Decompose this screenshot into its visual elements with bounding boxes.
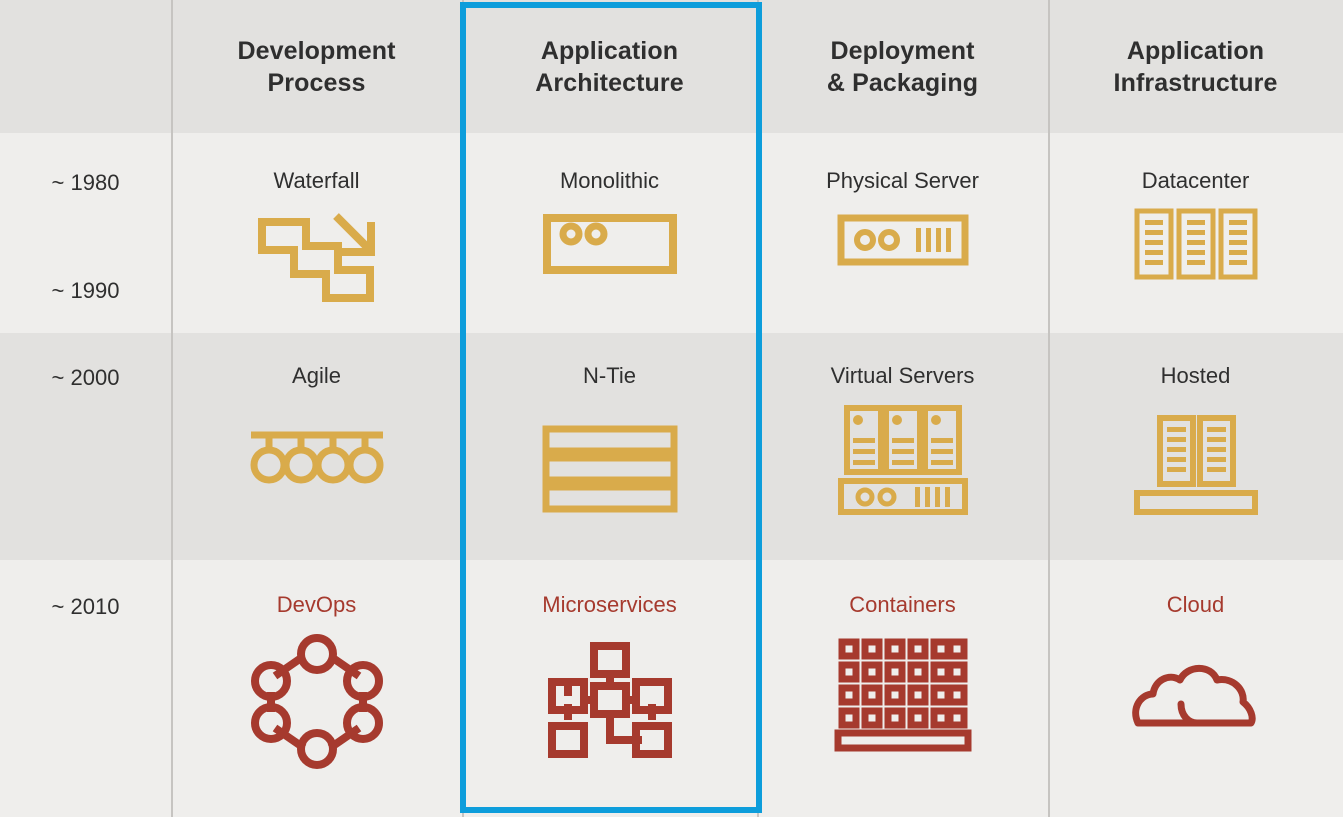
cell-monolithic[interactable]: Monolithic bbox=[462, 170, 757, 274]
cell-containers[interactable]: Containers bbox=[757, 592, 1048, 752]
agile-nodes-icon bbox=[243, 429, 391, 485]
virtual-servers-icon bbox=[837, 405, 969, 515]
containers-grid-icon bbox=[834, 638, 971, 752]
column-header-label: Application Infrastructure bbox=[1113, 36, 1278, 97]
microservices-network-icon bbox=[544, 642, 676, 762]
cell-label: Datacenter bbox=[1141, 168, 1250, 193]
cell-label: Microservices bbox=[542, 592, 677, 617]
hosted-racks-icon bbox=[1133, 415, 1258, 515]
cell-label: Monolithic bbox=[559, 168, 660, 193]
column-header-deployment-packaging[interactable]: Deployment & Packaging bbox=[757, 0, 1048, 133]
column-header-label: Development Process bbox=[237, 36, 396, 97]
datacenter-racks-icon bbox=[1134, 208, 1258, 280]
cell-agile[interactable]: Agile bbox=[171, 365, 462, 485]
cell-hosted[interactable]: Hosted bbox=[1048, 365, 1343, 515]
column-header-application-architecture[interactable]: Application Architecture bbox=[462, 0, 757, 133]
cell-datacenter[interactable]: Datacenter bbox=[1048, 170, 1343, 280]
cell-label: DevOps bbox=[276, 592, 357, 617]
cell-label: Cloud bbox=[1166, 592, 1225, 617]
cloud-icon bbox=[1131, 660, 1259, 730]
waterfall-staircase-icon bbox=[257, 212, 376, 304]
cell-virtual-servers[interactable]: Virtual Servers bbox=[757, 365, 1048, 515]
column-header-label: Deployment & Packaging bbox=[826, 36, 979, 97]
monolith-box-icon bbox=[542, 214, 677, 274]
cell-label: Virtual Servers bbox=[830, 363, 975, 388]
cell-devops[interactable]: DevOps bbox=[171, 592, 462, 769]
cell-label: Agile bbox=[292, 363, 341, 388]
cell-n-tie[interactable]: N-Tie bbox=[462, 365, 757, 513]
timeline-year-2000: ~ 2000 bbox=[51, 365, 120, 390]
cell-physical-server[interactable]: Physical Server bbox=[757, 170, 1048, 266]
header-band bbox=[0, 0, 1343, 133]
column-header-application-infrastructure[interactable]: Application Infrastructure bbox=[1048, 0, 1343, 133]
cell-label: Physical Server bbox=[826, 168, 979, 193]
timeline-year-2010: ~ 2010 bbox=[51, 594, 120, 619]
ntier-layers-icon bbox=[542, 425, 678, 513]
column-divider-4 bbox=[1048, 0, 1050, 817]
physical-server-icon bbox=[837, 214, 969, 266]
cell-microservices[interactable]: Microservices bbox=[462, 594, 757, 762]
cell-label: N-Tie bbox=[583, 363, 636, 388]
cell-cloud[interactable]: Cloud bbox=[1048, 594, 1343, 730]
column-divider-1 bbox=[171, 0, 173, 817]
column-header-label: Application Architecture bbox=[535, 36, 684, 97]
devops-hexagon-icon bbox=[250, 634, 383, 769]
cell-waterfall[interactable]: Waterfall bbox=[171, 170, 462, 304]
column-header-development-process[interactable]: Development Process bbox=[171, 0, 462, 133]
cell-label: Hosted bbox=[1160, 363, 1231, 388]
cell-label: Waterfall bbox=[273, 168, 360, 193]
timeline-year-1990: ~ 1990 bbox=[51, 278, 120, 303]
timeline-year-1980: ~ 1980 bbox=[51, 170, 120, 195]
cell-label: Containers bbox=[849, 592, 956, 617]
